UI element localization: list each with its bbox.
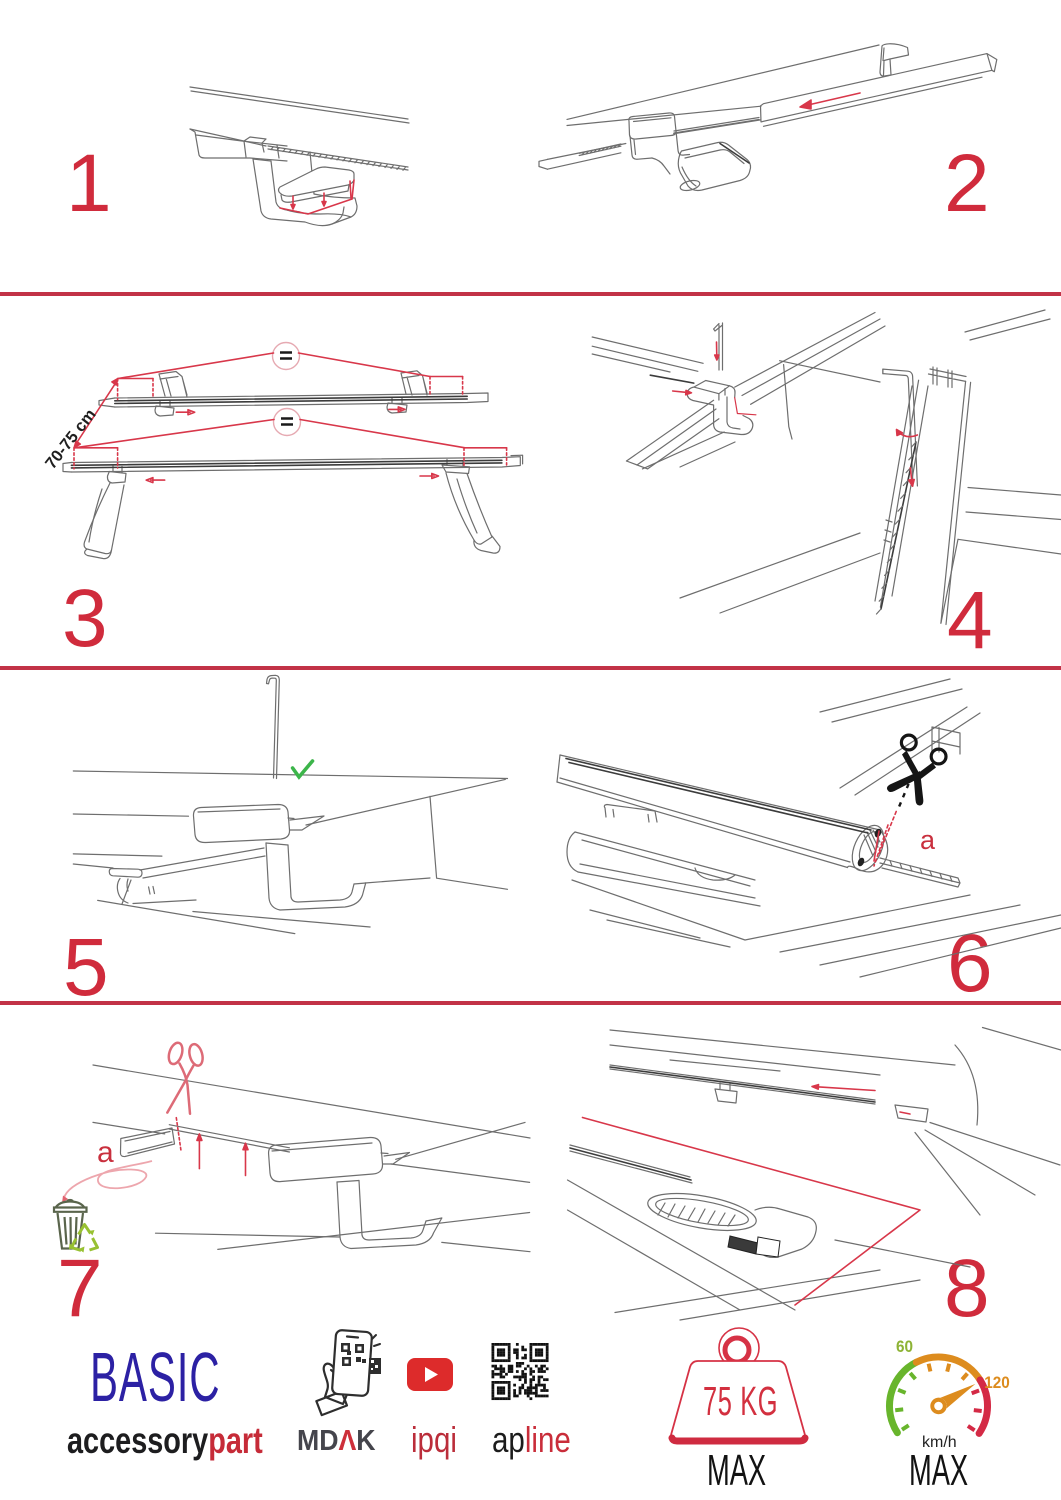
svg-text:a: a: [97, 1136, 114, 1169]
svg-text:120: 120: [984, 1373, 1010, 1392]
svg-text:a: a: [920, 825, 936, 855]
svg-text:60: 60: [896, 1337, 913, 1356]
